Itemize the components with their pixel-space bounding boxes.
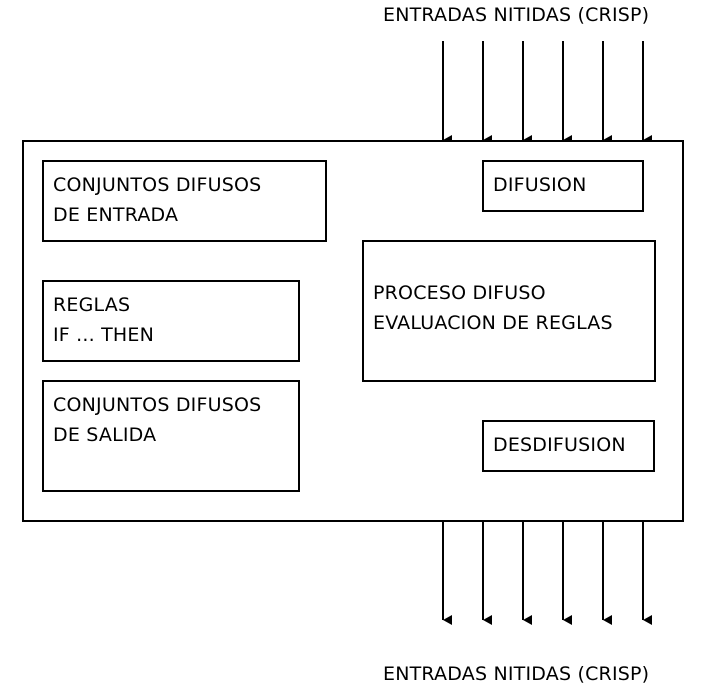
input-fuzzy-sets-line2: DE ENTRADA <box>53 204 179 226</box>
output-fuzzy-sets-line1: CONJUNTOS DIFUSOS <box>53 394 262 416</box>
rules-line1: REGLAS <box>53 294 131 316</box>
fuzzy-process-line1: PROCESO DIFUSO <box>373 282 546 304</box>
fuzzification-box: DIFUSION <box>482 160 644 212</box>
rules-box: REGLAS IF ... THEN <box>42 280 300 362</box>
fuzzy-process-box: PROCESO DIFUSO EVALUACION DE REGLAS <box>362 240 656 382</box>
bottom-outputs-label: ENTRADAS NITIDAS (CRISP) <box>383 663 650 685</box>
input-arrows <box>442 41 652 145</box>
defuzzification-box: DESDIFUSION <box>482 420 655 472</box>
output-fuzzy-sets-box: CONJUNTOS DIFUSOS DE SALIDA <box>42 380 300 492</box>
top-inputs-label: ENTRADAS NITIDAS (CRISP) <box>383 4 650 26</box>
rules-line2: IF ... THEN <box>53 324 155 346</box>
fuzzification-label: DIFUSION <box>493 174 587 196</box>
output-fuzzy-sets-line2: DE SALIDA <box>53 424 157 446</box>
fuzzy-process-line2: EVALUACION DE REGLAS <box>373 312 613 334</box>
input-fuzzy-sets-box: CONJUNTOS DIFUSOS DE ENTRADA <box>42 160 327 242</box>
input-fuzzy-sets-line1: CONJUNTOS DIFUSOS <box>53 174 262 196</box>
output-arrows <box>442 522 652 625</box>
defuzzification-label: DESDIFUSION <box>493 434 626 456</box>
